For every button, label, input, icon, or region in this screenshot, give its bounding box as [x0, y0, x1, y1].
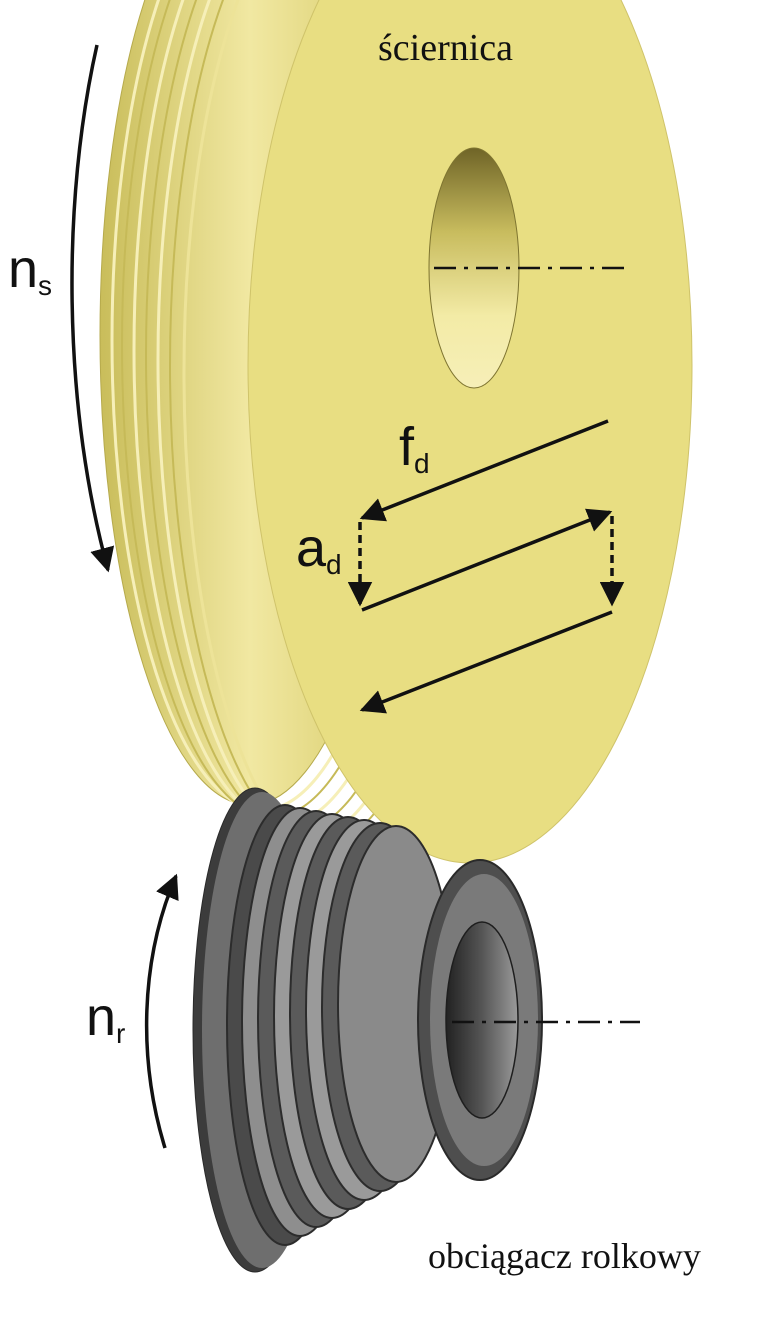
feed-arrow-2 — [361, 508, 613, 612]
roller-bore — [445, 921, 519, 1119]
fd-label: fd — [399, 417, 430, 479]
feed-arrow-3 — [359, 610, 613, 714]
wheel-label: ściernica — [378, 27, 513, 69]
curved-arrow-up-icon — [144, 873, 179, 1149]
roller-dresser — [192, 787, 640, 1273]
nr-label: nr — [86, 987, 125, 1049]
motion-arrows — [70, 44, 625, 1149]
ns-label: ns — [8, 239, 52, 301]
roller-grooves — [226, 804, 455, 1246]
feed-arrow-1 — [359, 419, 609, 522]
grinding-wheel — [99, 0, 693, 864]
ad-label: ad — [296, 518, 342, 580]
curved-arrow-down-icon — [70, 44, 115, 573]
roller-label: obciągacz rolkowy — [428, 1236, 701, 1276]
